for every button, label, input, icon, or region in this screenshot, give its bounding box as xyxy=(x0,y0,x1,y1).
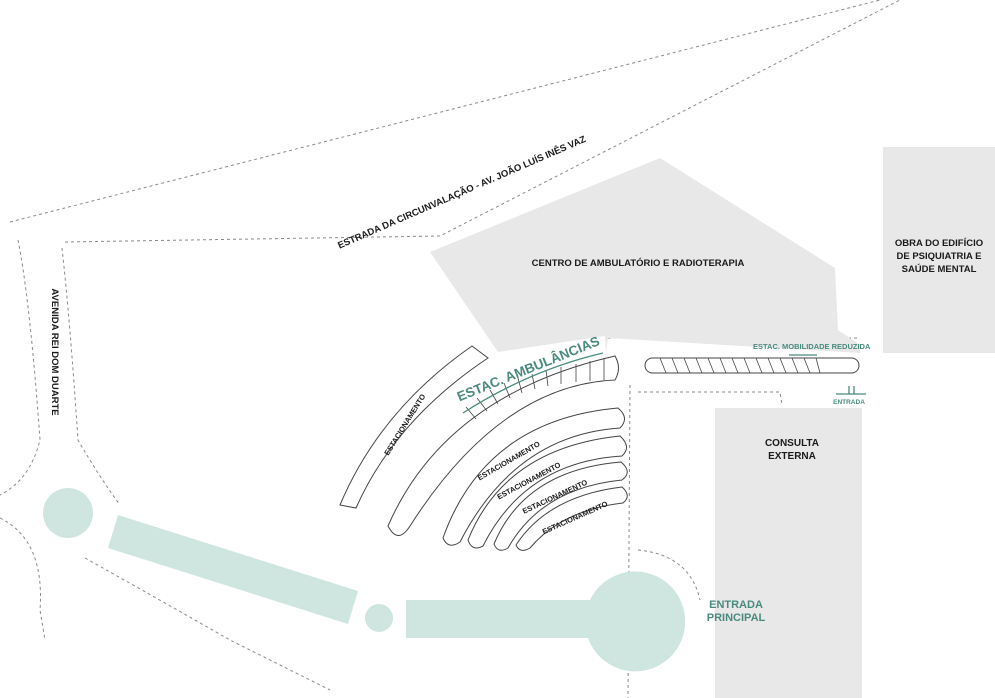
building-label-consulta-2: EXTERNA xyxy=(768,451,816,462)
boulevard-east-plaza xyxy=(406,571,686,672)
parking-arc-2 xyxy=(442,407,625,546)
building-label-psiquiatria-3: SAÚDE MENTAL xyxy=(902,263,977,275)
rei-dom-duarte-road-edge-left xyxy=(0,239,41,496)
ambulancias-marker-line xyxy=(462,352,604,414)
accent-markers xyxy=(462,352,866,414)
rei-dom-duarte-road-edge-right xyxy=(61,247,121,506)
parking-arc-3 xyxy=(467,435,627,549)
parking-arc-4 xyxy=(493,461,628,551)
circunvalacao-road-edge-bottom xyxy=(64,0,901,243)
roundabout-outer-edge xyxy=(0,517,46,641)
parking-label-mobilidade-reduzida: ESTAC. MOBILIDADE REDUZIDA xyxy=(753,342,871,351)
consulta-externa-building xyxy=(715,408,862,698)
parking-arc-5 xyxy=(515,486,628,551)
building-label-psiquiatria-2: DE PSIQUIATRIA E xyxy=(897,251,982,262)
buildings xyxy=(430,147,995,698)
psiquiatria-building xyxy=(883,147,995,353)
parking-ambulancias-arc xyxy=(387,355,619,536)
access-road-south xyxy=(637,549,701,601)
roundabout xyxy=(43,488,93,538)
building-label-psiquiatria-1: OBRA DO EDIFÍCIO xyxy=(895,238,983,249)
circunvalacao-road-edge-top xyxy=(9,0,881,223)
entrance-label-principal-1: ENTRADA xyxy=(709,599,763,611)
lower-road-edge xyxy=(84,557,331,691)
building-label-consulta-1: CONSULTA xyxy=(765,438,819,449)
street-label-rei-dom-duarte: AVENIDA REI DOM DUARTE xyxy=(49,288,60,415)
ambulatorio-building xyxy=(430,158,860,353)
boulevard-west xyxy=(108,515,358,624)
parking-strips xyxy=(339,345,860,551)
parking-arc-outer xyxy=(339,345,489,509)
boulevard-small-circle xyxy=(365,604,393,632)
plaza-areas xyxy=(43,488,686,672)
mobilidade-stall-lines xyxy=(659,357,821,374)
access-road-east xyxy=(638,391,783,406)
entrance-label-principal-2: PRINCIPAL xyxy=(707,612,766,624)
building-label-ambulatorio: CENTRO DE AMBULATÓRIO E RADIOTERAPIA xyxy=(532,257,745,269)
entrance-label-entrada: ENTRADA xyxy=(833,399,865,406)
